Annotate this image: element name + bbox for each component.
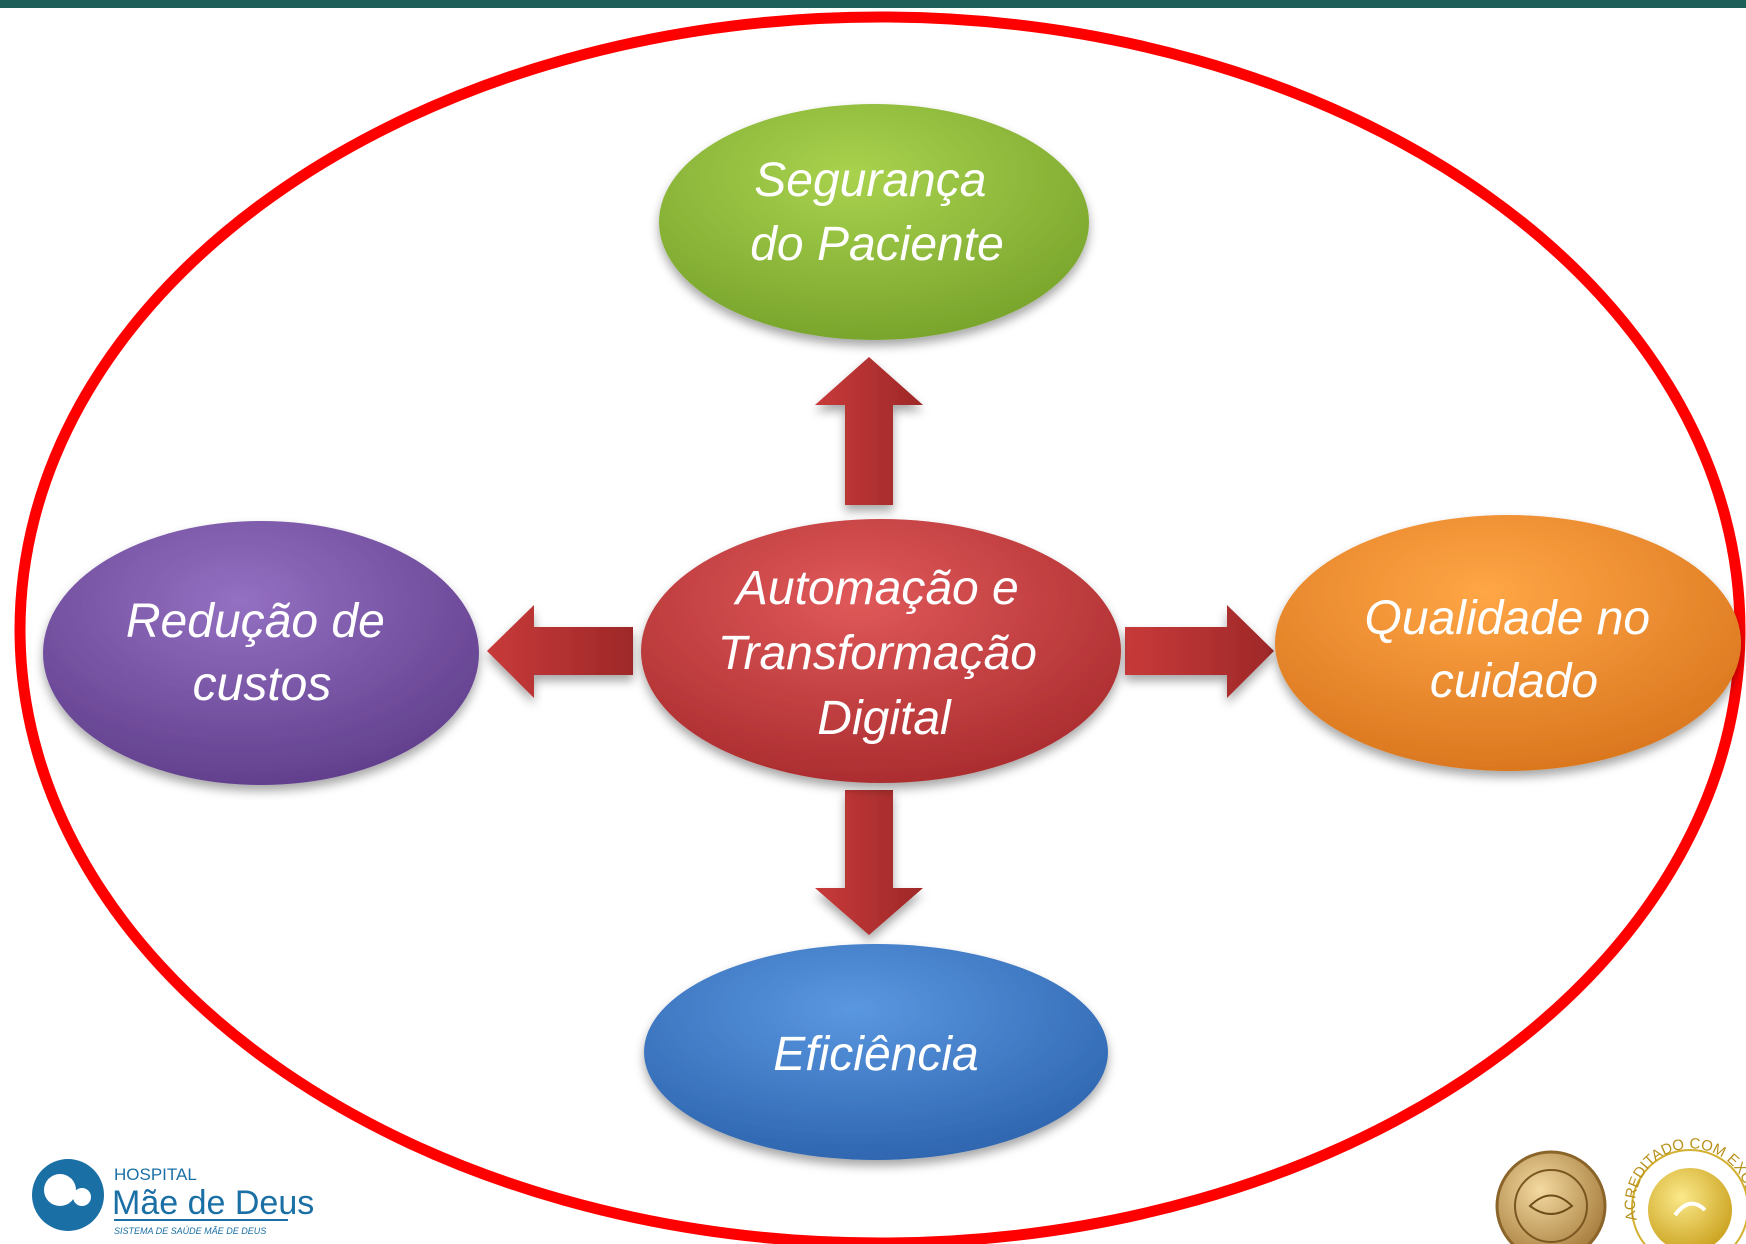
node-left-line-1: Redução de xyxy=(126,595,385,648)
node-bottom xyxy=(644,944,1108,1160)
node-right xyxy=(1275,515,1741,771)
seal-bronze-figure-icon xyxy=(1528,1194,1574,1215)
node-top xyxy=(659,104,1089,340)
node-bottom-label: Eficiência xyxy=(773,1028,978,1081)
node-center-line-1: Automação e xyxy=(733,562,1019,615)
node-center-label: Automação e Transformação Digital xyxy=(718,562,1051,745)
node-top-line-1: Segurança xyxy=(754,154,986,207)
seal-bronze-icon xyxy=(1495,1150,1607,1244)
hospital-logo: HOSPITAL Mãe de Deus SISTEMA DE SAÚDE MÃ… xyxy=(32,1159,314,1236)
node-bottom-line-1: Eficiência xyxy=(773,1028,978,1081)
arrow-up xyxy=(815,357,923,505)
node-right-label: Qualidade no cuidado xyxy=(1365,592,1664,708)
logo-underline xyxy=(114,1219,288,1221)
node-right-line-2: cuidado xyxy=(1430,655,1598,708)
arrow-down xyxy=(815,790,923,935)
seal-gold-inner-icon xyxy=(1648,1168,1732,1244)
node-left xyxy=(43,521,479,785)
header-bar xyxy=(0,0,1746,8)
logo-line-1: HOSPITAL xyxy=(114,1165,197,1184)
frame-ellipse xyxy=(14,11,1746,1244)
node-right-line-1: Qualidade no xyxy=(1365,592,1651,645)
seal-bronze-inner-icon xyxy=(1514,1169,1588,1243)
node-left-line-2: custos xyxy=(193,658,332,711)
node-center xyxy=(641,519,1121,783)
node-center-line-3: Digital xyxy=(817,692,952,745)
logo-line-3: SISTEMA DE SAÚDE MÃE DE DEUS xyxy=(114,1226,266,1236)
node-top-line-2: do Paciente xyxy=(750,218,1004,271)
seal-gold-figure-icon xyxy=(1673,1201,1707,1217)
node-center-line-2: Transformação xyxy=(718,627,1037,680)
logo-mark-inner-icon xyxy=(44,1174,76,1206)
node-left-label: Redução de custos xyxy=(126,595,398,711)
node-top-label: Segurança do Paciente xyxy=(750,154,1004,271)
logo-line-2: Mãe de Deus xyxy=(112,1184,314,1222)
arrow-left xyxy=(487,605,633,698)
arrow-right xyxy=(1125,605,1274,698)
logo-mark-dot-icon xyxy=(73,1188,91,1206)
